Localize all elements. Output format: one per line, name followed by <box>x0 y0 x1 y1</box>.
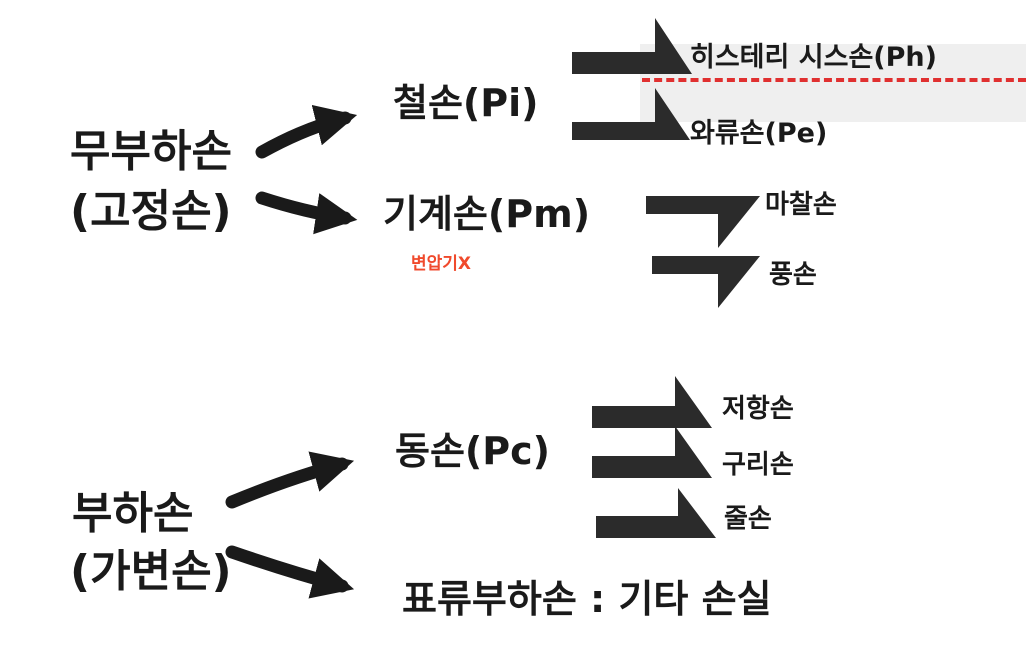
arrow-fixed-to-iron <box>255 104 358 159</box>
highlight-band <box>640 44 1026 122</box>
variable-loss-title: 부하손 <box>72 488 194 539</box>
fixed-loss-subtitle: (고정손) <box>70 186 232 237</box>
flag-joule <box>596 488 716 538</box>
arrow-variable-to-copper <box>225 451 355 509</box>
variable-loss-subtitle: (가변손) <box>70 546 232 597</box>
arrow-variable-to-stray <box>225 545 355 599</box>
red-dashed-line <box>642 78 1026 82</box>
joule-loss-label: 줄손 <box>724 504 772 534</box>
flag-resistance <box>592 376 712 428</box>
copper-loss-label: 동손(Pc) <box>395 429 551 473</box>
windage-loss-label: 풍손 <box>769 260 817 290</box>
arrow-fixed-to-mechanical <box>255 191 358 235</box>
hysteresis-loss-label: 히스테리 시스손(Ph) <box>690 42 937 73</box>
iron-loss-label: 철손(Pi) <box>393 81 539 125</box>
friction-loss-label: 마찰손 <box>765 190 837 220</box>
flag-windage <box>652 256 760 308</box>
flag-hysteresis <box>572 18 692 74</box>
flag-copper <box>592 426 712 478</box>
eddy-current-loss-label: 와류손(Pe) <box>690 118 828 149</box>
transformer-note: 변압기X <box>411 254 472 274</box>
stray-load-loss-label: 표류부하손 : 기타 손실 <box>402 577 772 621</box>
flag-eddy-current <box>572 88 690 140</box>
fixed-loss-title: 무부하손 <box>70 126 232 177</box>
mechanical-loss-label: 기계손(Pm) <box>383 192 591 236</box>
copper-sub-loss-label: 구리손 <box>722 450 794 480</box>
resistance-loss-label: 저항손 <box>722 394 794 424</box>
flag-friction <box>646 196 760 248</box>
